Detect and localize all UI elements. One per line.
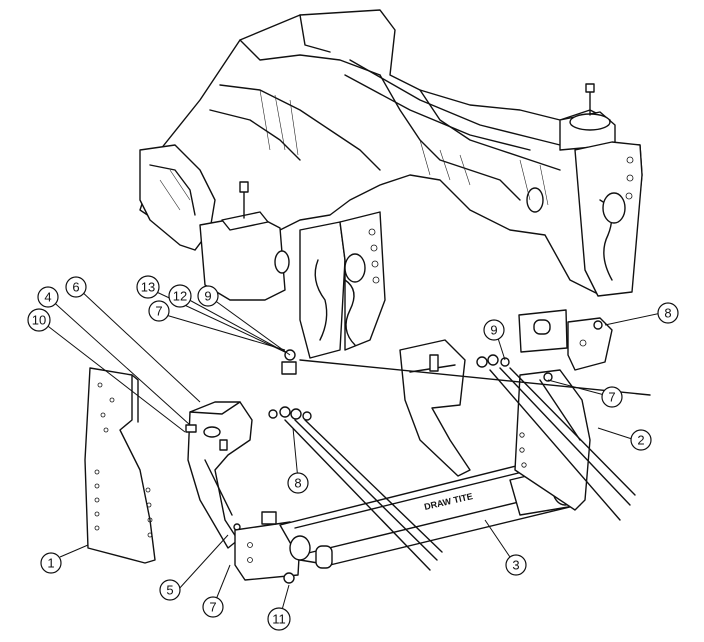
callout-10: 10 bbox=[27, 308, 51, 332]
left-side-plate bbox=[84, 367, 156, 564]
callout-7: 7 bbox=[601, 386, 623, 408]
svg-text:8: 8 bbox=[294, 476, 301, 491]
callout-11: 11 bbox=[267, 607, 291, 631]
svg-text:13: 13 bbox=[141, 280, 155, 295]
callout-8: 8 bbox=[657, 302, 679, 324]
callouts: 1 2 3 4 5 6 7 7 7 8 8 9 9 10 11 12 13 bbox=[27, 275, 679, 631]
svg-text:7: 7 bbox=[608, 390, 615, 405]
callout-7: 7 bbox=[148, 300, 170, 322]
callout-4: 4 bbox=[37, 286, 59, 308]
callout-1: 1 bbox=[40, 552, 62, 574]
svg-text:2: 2 bbox=[637, 433, 644, 448]
vehicle-frame bbox=[139, 9, 643, 359]
callout-9: 9 bbox=[197, 285, 219, 307]
left-mounting-bracket bbox=[185, 401, 301, 584]
leader-lines bbox=[39, 287, 667, 618]
svg-text:9: 9 bbox=[204, 289, 211, 304]
svg-text:6: 6 bbox=[72, 280, 79, 295]
svg-text:1: 1 bbox=[47, 556, 54, 571]
right-mounting-bracket bbox=[399, 309, 613, 511]
svg-text:12: 12 bbox=[173, 289, 187, 304]
bolt-rods bbox=[268, 349, 651, 571]
svg-text:10: 10 bbox=[32, 313, 46, 328]
svg-text:9: 9 bbox=[490, 323, 497, 338]
callout-3: 3 bbox=[505, 554, 527, 576]
callout-7: 7 bbox=[202, 596, 224, 618]
callout-5: 5 bbox=[159, 579, 181, 601]
svg-text:8: 8 bbox=[664, 306, 671, 321]
callout-9: 9 bbox=[483, 319, 505, 341]
svg-text:11: 11 bbox=[272, 612, 286, 627]
svg-text:5: 5 bbox=[166, 583, 173, 598]
svg-text:4: 4 bbox=[44, 290, 51, 305]
callout-8: 8 bbox=[287, 472, 309, 494]
svg-text:7: 7 bbox=[155, 304, 162, 319]
svg-text:3: 3 bbox=[512, 558, 519, 573]
callout-13: 13 bbox=[136, 275, 160, 299]
callout-12: 12 bbox=[168, 284, 192, 308]
callout-2: 2 bbox=[630, 429, 652, 451]
callout-6: 6 bbox=[65, 276, 87, 298]
svg-text:7: 7 bbox=[209, 600, 216, 615]
